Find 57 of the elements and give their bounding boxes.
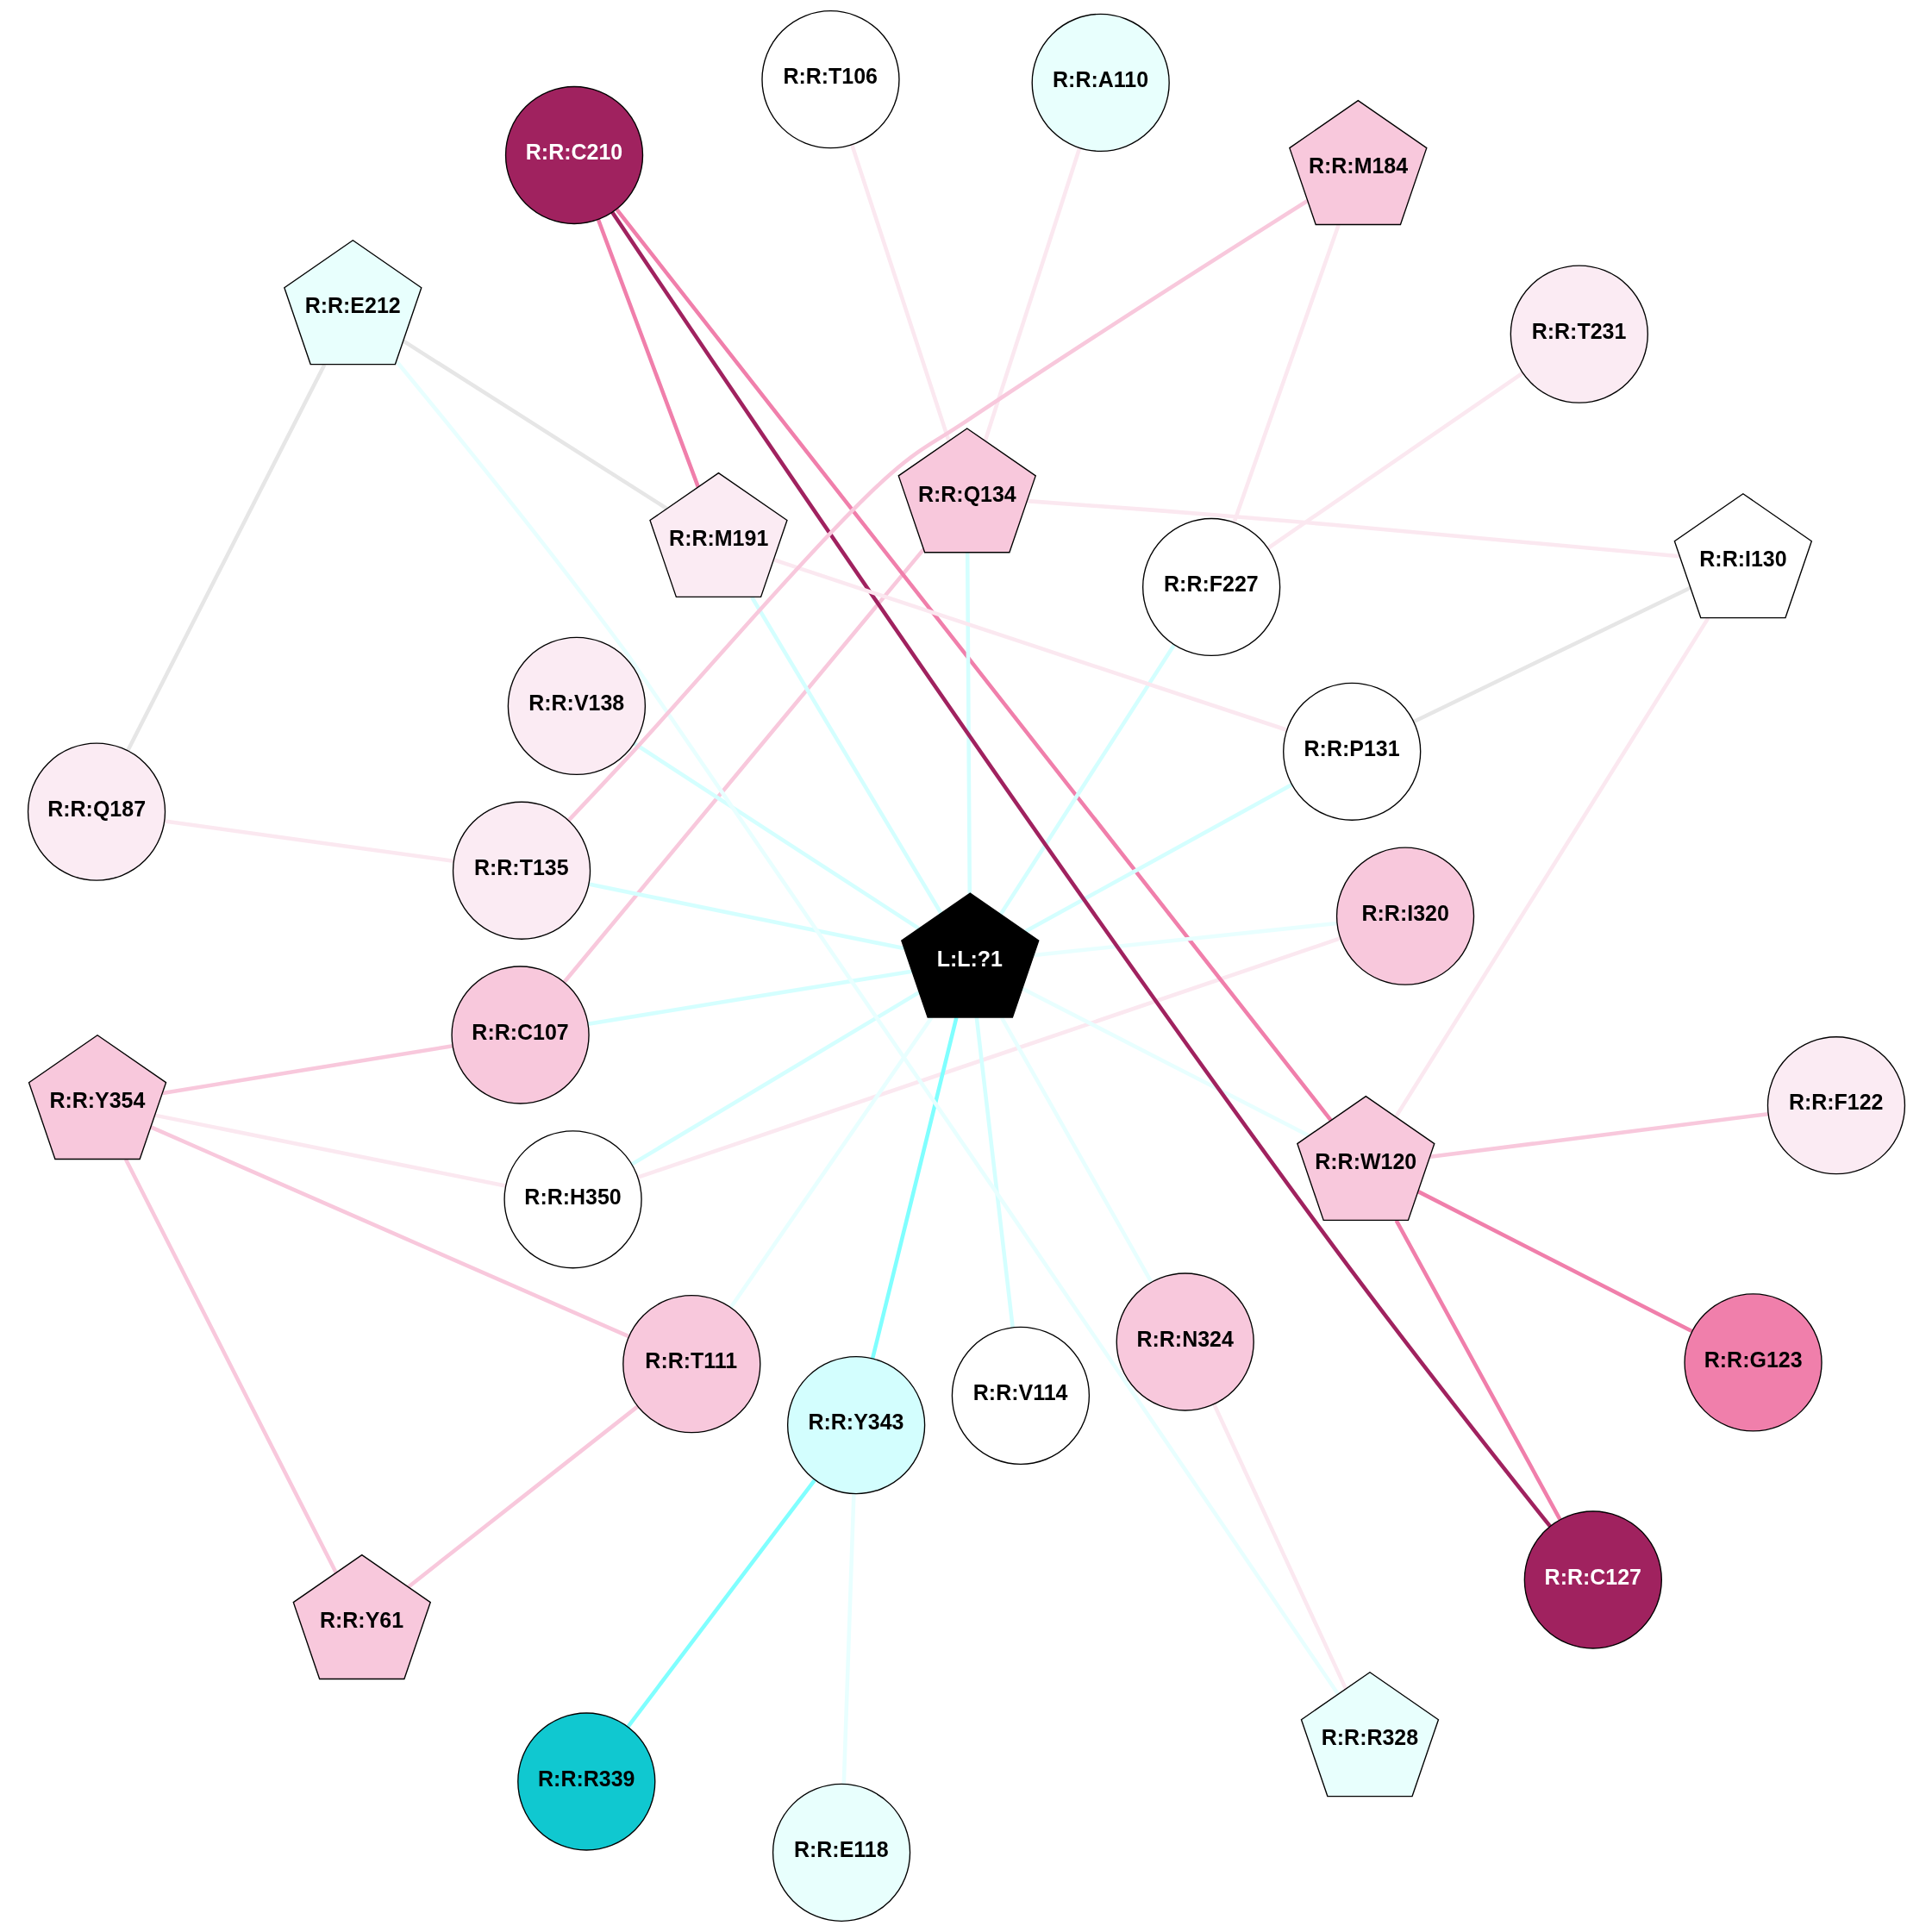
connector: [588, 882, 904, 951]
node-circle: R:R:T106: [760, 10, 900, 149]
node-circle: R:R:I320: [1335, 847, 1474, 985]
connector: [1211, 1403, 1347, 1690]
node-circle: R:R:V114: [951, 1326, 1090, 1465]
connector: [841, 1493, 856, 1785]
connector: [849, 144, 951, 442]
connector: [999, 1016, 1153, 1284]
connector: [983, 147, 1081, 441]
connector: [614, 208, 1332, 1122]
node-circle: R:R:C127: [1523, 1510, 1662, 1649]
node-circle: R:R:Y343: [786, 1355, 925, 1495]
connector: [1412, 585, 1691, 724]
connector: [772, 558, 1287, 732]
connector: [1026, 498, 1680, 559]
connector: [406, 1404, 639, 1589]
connector: [625, 1479, 816, 1729]
connector: [998, 643, 1176, 916]
node-circle: R:R:F122: [1766, 1036, 1905, 1175]
connector: [161, 1044, 453, 1096]
node-circle: R:R:T231: [1510, 265, 1648, 403]
connector: [1266, 372, 1523, 550]
connector: [566, 199, 1309, 822]
node-circle: R:R:V138: [507, 636, 646, 776]
connector: [394, 360, 1340, 1696]
connector: [636, 936, 1341, 1179]
connector: [632, 741, 920, 930]
node-circle: R:R:P131: [1282, 682, 1421, 821]
connector: [870, 1016, 959, 1360]
connector: [1021, 986, 1310, 1138]
connector: [149, 1125, 629, 1339]
node-circle: R:R:N324: [1116, 1272, 1254, 1411]
node-circle: R:R:T135: [452, 801, 591, 940]
connector: [610, 210, 1552, 1528]
connector: [1429, 1111, 1768, 1159]
node-circle: R:R:E118: [772, 1783, 910, 1922]
node-circle: R:R:R339: [516, 1712, 655, 1851]
connector: [164, 819, 453, 863]
connector: [1024, 783, 1292, 934]
connector: [402, 339, 667, 510]
connector: [153, 1113, 506, 1188]
node-circle: R:R:T111: [622, 1294, 760, 1434]
connector: [965, 552, 972, 894]
node-circle: R:R:C107: [450, 966, 590, 1104]
node-circle: R:R:A110: [1031, 13, 1170, 153]
connector: [974, 1016, 1015, 1328]
node-circle: R:R:Q187: [27, 742, 166, 881]
node-circle: R:R:G123: [1683, 1293, 1823, 1432]
connector: [562, 547, 925, 984]
connector: [1033, 921, 1337, 958]
connector: [587, 969, 912, 1026]
node-circle: R:R:H350: [503, 1130, 642, 1269]
connector: [630, 991, 920, 1166]
node-circle: R:R:C210: [504, 85, 643, 225]
node-circle: R:R:F227: [1141, 517, 1280, 657]
connector: [596, 218, 700, 488]
connector: [1416, 1190, 1692, 1334]
